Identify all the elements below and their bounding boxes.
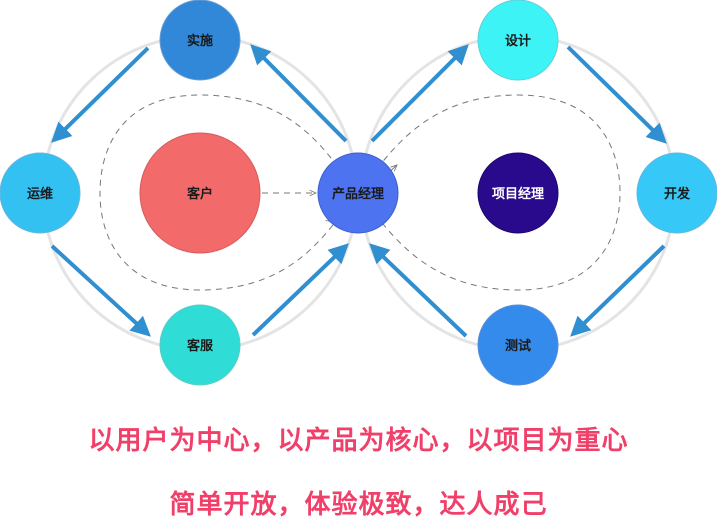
arrow-ceshi-to-pm	[369, 243, 468, 338]
slogan-line-1: 以用户为中心，以产品为核心，以项目为重心	[88, 425, 629, 455]
node-yunwei: 运维	[0, 152, 81, 234]
node-label-chanpin: 产品经理	[332, 186, 384, 201]
node-label-kehu: 客户	[187, 186, 213, 201]
arrow-kaifa-to-ceshi	[570, 244, 666, 337]
node-label-shishi: 实施	[187, 33, 213, 48]
node-shishi: 实施	[159, 0, 241, 81]
arrow-yunwei-to-kefu	[50, 244, 151, 337]
node-label-ceshi: 测试	[505, 338, 531, 353]
slogan-line-2: 简单开放，体验极致，达人成己	[169, 489, 548, 519]
infinity-diagram: 实施 运维 客服 客户 产品经理 设计 开发 测试	[0, 0, 717, 386]
node-ceshi: 测试	[477, 304, 559, 386]
flow-arrows	[50, 44, 667, 338]
node-chanpin: 产品经理	[317, 152, 399, 234]
node-xiangmu: 项目经理	[477, 152, 559, 234]
arrow-shishi-to-yunwei	[51, 46, 150, 143]
node-label-xiangmu: 项目经理	[492, 186, 544, 201]
node-label-yunwei: 运维	[27, 186, 53, 201]
node-kehu: 客户	[139, 132, 261, 254]
arrow-pm-to-shishi	[250, 44, 348, 143]
arrow-pm-to-sheji	[370, 44, 469, 143]
node-kaifa: 开发	[636, 152, 717, 234]
node-label-kefu: 客服	[187, 338, 214, 353]
node-label-sheji: 设计	[505, 33, 531, 48]
node-kefu: 客服	[159, 304, 241, 386]
node-label-kaifa: 开发	[664, 186, 691, 201]
node-sheji: 设计	[477, 0, 559, 81]
arrow-kefu-to-pm	[251, 243, 349, 337]
arrow-sheji-to-kaifa	[566, 45, 667, 144]
